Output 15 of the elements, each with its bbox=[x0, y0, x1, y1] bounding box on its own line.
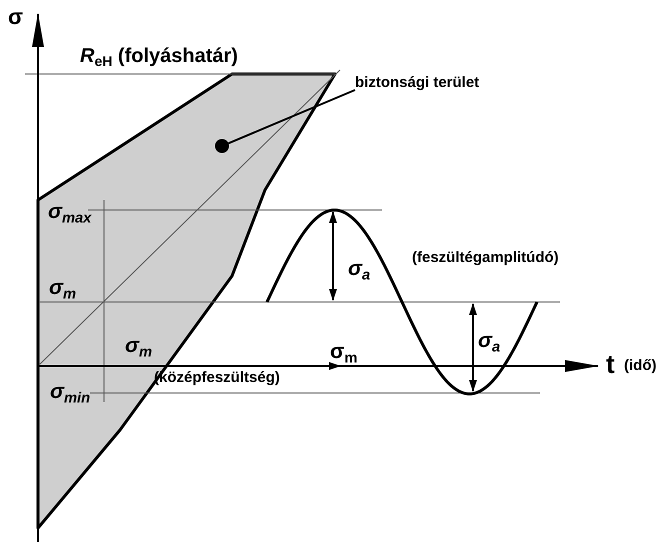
mean-stress-label: σ$_{m}$ bbox=[330, 341, 358, 366]
leader-line bbox=[228, 89, 356, 144]
mean-stress-label: σ$_{m}$ bbox=[49, 277, 76, 302]
yield-limit-label: R$_{eH}$ (folyáshatár) bbox=[80, 46, 238, 68]
axis-caption: (idő) bbox=[624, 358, 656, 373]
amplitude-label: σ$_{a}$ bbox=[478, 330, 500, 356]
max-stress-label: σ$_{max}$ bbox=[48, 201, 92, 226]
region-label: biztonsági terület bbox=[355, 74, 480, 91]
amplitude-caption: (feszültégamplitúdó) bbox=[412, 250, 559, 265]
amplitude-label: σ$_{a}$ bbox=[348, 258, 370, 284]
dot-marker bbox=[215, 139, 229, 153]
axis-label: σ bbox=[8, 6, 24, 28]
axis-label: t bbox=[606, 351, 615, 377]
mean-stress-label: σ$_{m}$ bbox=[125, 335, 152, 360]
min-stress-label: σ$_{min}$ bbox=[50, 381, 90, 406]
